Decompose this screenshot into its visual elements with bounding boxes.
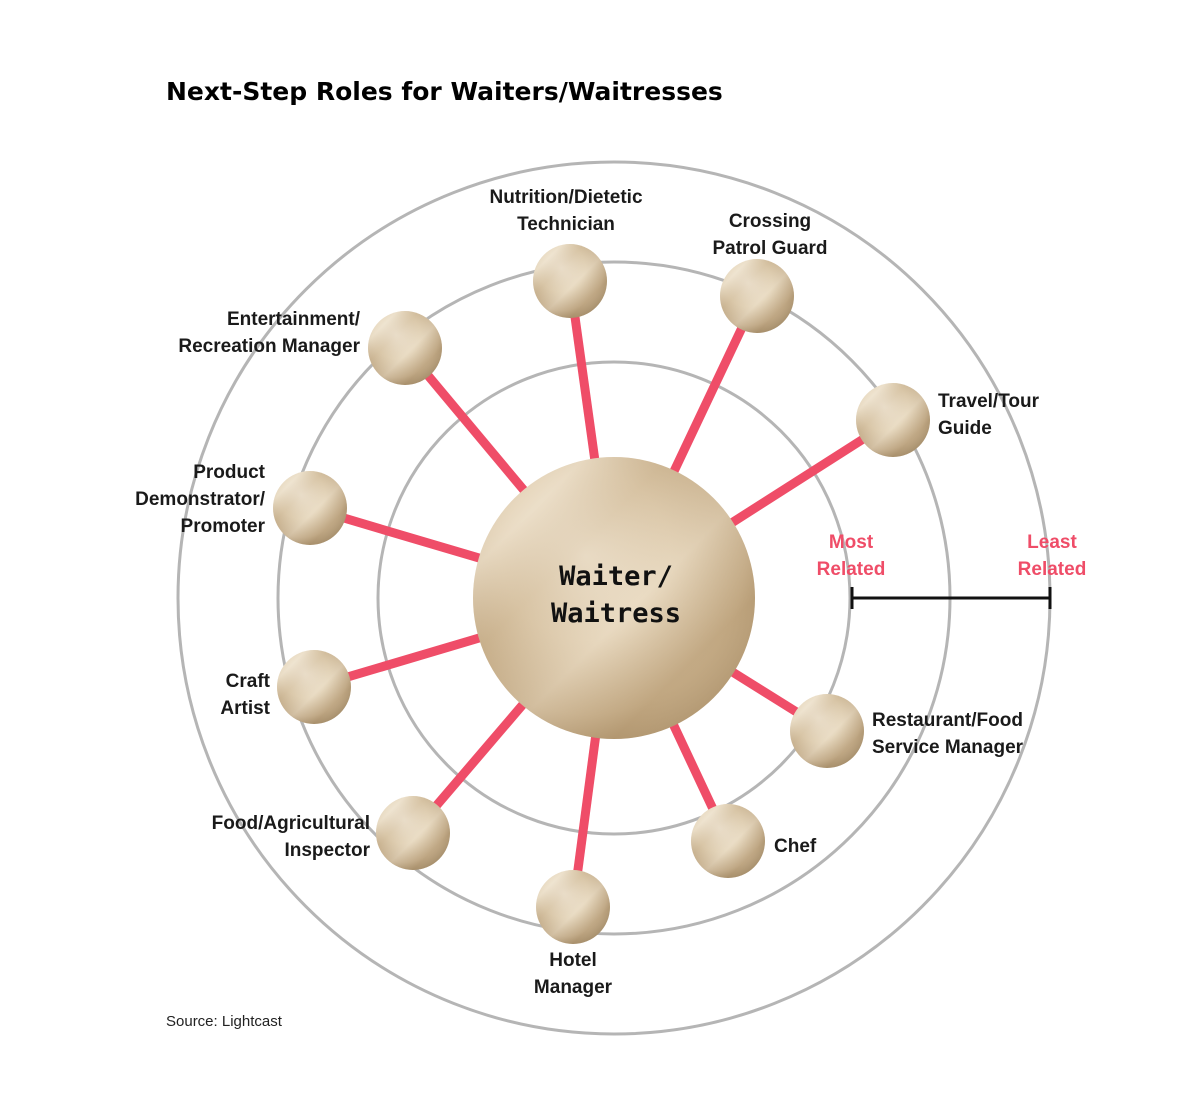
label-hotel-manager-line1: Hotel xyxy=(549,950,597,971)
center-label-line2: Waitress xyxy=(551,598,681,629)
label-food-agricultural-inspector-line1: Food/Agricultural xyxy=(212,813,370,834)
label-chef-line1: Chef xyxy=(774,836,817,857)
node-grain-product-demonstrator-promoter xyxy=(273,471,347,545)
label-hotel-manager-line2: Manager xyxy=(534,977,613,998)
label-crossing-patrol-guard-line1: Crossing xyxy=(729,211,811,232)
label-food-agricultural-inspector-line2: Inspector xyxy=(284,840,370,861)
label-craft-artist-line2: Artist xyxy=(220,698,270,719)
label-restaurant-food-service-manager-line2: Service Manager xyxy=(872,737,1024,758)
connector-crossing-patrol-guard xyxy=(673,326,743,474)
center-label-line1: Waiter/ xyxy=(559,561,673,592)
chart-title: Next-Step Roles for Waiters/Waitresses xyxy=(166,77,723,106)
relatedness-scale: Most Related Least Related xyxy=(817,532,1087,609)
label-craft-artist-line1: Craft xyxy=(226,671,271,692)
scale-most-label-line2: Related xyxy=(817,559,886,580)
label-crossing-patrol-guard-line2: Patrol Guard xyxy=(712,238,827,259)
label-product-demonstrator-promoter-line1: Product xyxy=(193,462,265,483)
label-nutrition-dietetic-technician-line1: Nutrition/Dietetic xyxy=(489,187,642,208)
label-travel-tour-guide-line1: Travel/Tour xyxy=(938,391,1040,412)
node-grain-food-agricultural-inspector xyxy=(376,796,450,870)
scale-least-label-line1: Least xyxy=(1027,532,1077,553)
label-product-demonstrator-promoter-line2: Demonstrator/ xyxy=(135,489,266,510)
node-grain-hotel-manager xyxy=(536,870,610,944)
connector-craft-artist xyxy=(346,637,483,678)
label-product-demonstrator-promoter-line3: Promoter xyxy=(181,516,266,537)
node-grain-craft-artist xyxy=(277,650,351,724)
connector-entertainment-recreation-manager xyxy=(426,373,526,493)
label-travel-tour-guide-line2: Guide xyxy=(938,418,992,439)
center-node: Waiter/ Waitress xyxy=(473,457,755,739)
node-grain-nutrition-dietetic-technician xyxy=(533,244,607,318)
connector-restaurant-food-service-manager xyxy=(730,671,799,714)
scale-most-label-line1: Most xyxy=(829,532,874,553)
connector-chef xyxy=(672,722,714,811)
node-grain-crossing-patrol-guard xyxy=(720,259,794,333)
node-grain-entertainment-recreation-manager xyxy=(368,311,442,385)
node-grain-restaurant-food-service-manager xyxy=(790,694,864,768)
connector-hotel-manager xyxy=(577,734,596,874)
label-entertainment-recreation-manager-line2: Recreation Manager xyxy=(178,336,360,357)
label-entertainment-recreation-manager-line1: Entertainment/ xyxy=(227,309,361,330)
label-nutrition-dietetic-technician-line2: Technician xyxy=(517,214,615,235)
node-grain-travel-tour-guide xyxy=(856,383,930,457)
connector-nutrition-dietetic-technician xyxy=(575,314,596,463)
connector-product-demonstrator-promoter xyxy=(342,517,483,559)
node-grain-chef xyxy=(691,804,765,878)
label-restaurant-food-service-manager-line1: Restaurant/Food xyxy=(872,710,1023,731)
scale-least-label-line2: Related xyxy=(1018,559,1087,580)
source-note: Source: Lightcast xyxy=(166,1013,283,1030)
